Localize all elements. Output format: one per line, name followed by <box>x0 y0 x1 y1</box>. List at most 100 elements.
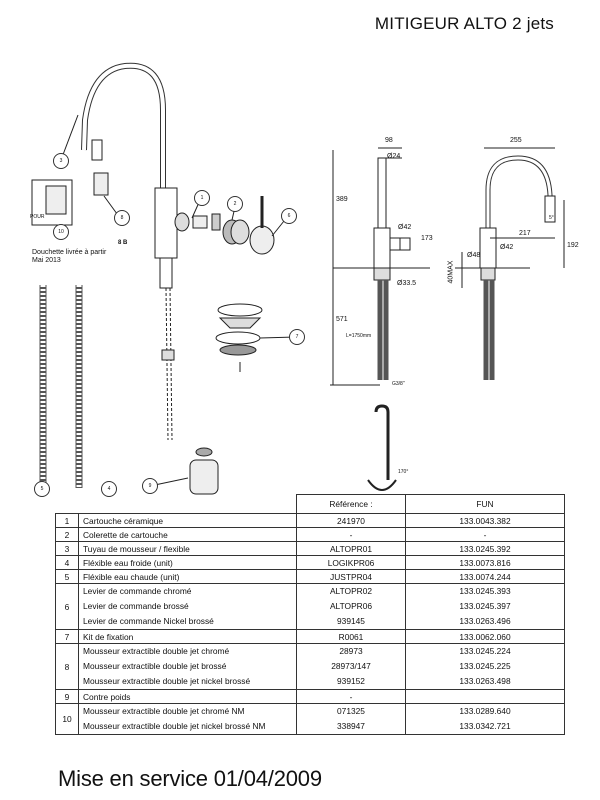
part-reference-line: 939152 <box>337 676 365 686</box>
part-description-line: Mousseur extractible double jet brossé <box>83 661 227 671</box>
part-fun-code: 133.0062.060 <box>405 629 565 644</box>
part-fun-code: 133.0245.224 133.0245.225 133.0263.498 <box>405 643 565 690</box>
part-description: Kit de fixation <box>78 629 297 644</box>
balloon-10: 10 <box>53 224 69 240</box>
row-number: 3 <box>55 541 79 556</box>
part-description: Cartouche céramique <box>78 513 297 528</box>
part-description: Contre poids <box>78 689 297 704</box>
table-header-row: Référence :FUN <box>56 494 565 514</box>
part-reference: 241970 <box>296 513 406 528</box>
dim-173: 173 <box>421 235 433 242</box>
balloon-1: 1 <box>194 190 210 206</box>
row-number: 2 <box>55 527 79 542</box>
part-description-line: Fléxible eau chaude (unit) <box>83 571 180 582</box>
part-fun-code <box>405 689 565 704</box>
part-fun-code: 133.0073.816 <box>405 555 565 570</box>
part-description-line: Levier de commande Nickel brossé <box>83 616 214 626</box>
dim-571: 571 <box>336 316 348 323</box>
part-description-line: Levier de commande chromé <box>83 586 192 596</box>
part-fun-code-line: 133.0073.816 <box>459 557 511 568</box>
part-reference: ALTOPR01 <box>296 541 406 556</box>
balloon-6: 6 <box>281 208 297 224</box>
part-description-line: Contre poids <box>83 691 131 702</box>
row-number: 8 <box>55 643 79 690</box>
part-description-line: Fléxible eau froide (unit) <box>83 557 173 568</box>
part-fun-code-line: - <box>483 529 487 540</box>
part-fun-code-line: 133.0245.224 <box>459 646 511 656</box>
part-fun-code-line: 133.0043.382 <box>459 515 511 526</box>
dim-98: 98 <box>385 137 393 144</box>
header-blank-desc <box>79 495 297 514</box>
exploded-view-drawing <box>31 62 565 495</box>
part-description-line: Mousseur extractible double jet chromé N… <box>83 706 245 716</box>
table-row: 4 Fléxible eau froide (unit) LOGIKPR06 133.… <box>55 555 565 570</box>
douchette-small-label: POUR <box>30 214 45 220</box>
part-fun-code: - <box>405 527 565 542</box>
part-reference-line: 939145 <box>337 616 365 626</box>
balloon-4: 4 <box>101 481 117 497</box>
footer-date: Mise en service 01/04/2009 <box>58 766 322 791</box>
balloon-2: 2 <box>227 196 243 212</box>
dim-389: 389 <box>336 196 348 203</box>
row-number: 7 <box>55 629 79 644</box>
part-reference-line: - <box>349 691 353 702</box>
part-description-line: Mousseur extractible double jet nickel b… <box>83 676 251 686</box>
part-reference-line: ALTOPR02 <box>329 586 373 596</box>
dim-thread: G3/8" <box>392 381 405 387</box>
balloon-8: 8 <box>114 210 130 226</box>
dim-angle-170: 170° <box>398 469 409 475</box>
part-description-line: Cartouche céramique <box>83 515 164 526</box>
part-description: Colerette de cartouche <box>78 527 297 542</box>
part-fun-code-line: 133.0263.498 <box>459 676 511 686</box>
part-description-line: Mousseur extractible double jet chromé <box>83 646 230 656</box>
header-fun: FUN <box>405 494 565 514</box>
part-fun-code-line: 133.0245.225 <box>459 661 511 671</box>
part-description-line: Levier de commande brossé <box>83 601 189 611</box>
part-description-line: Tuyau de mousseur / flexible <box>83 543 190 554</box>
part-fun-code-line: 133.0245.392 <box>459 543 511 554</box>
header-blank-num <box>56 495 79 514</box>
part-fun-code-line: 133.0062.060 <box>459 631 511 642</box>
dim-d42a: Ø42 <box>398 224 412 231</box>
part-reference-line: 071325 <box>337 706 365 716</box>
part-description: Fléxible eau froide (unit) <box>78 555 297 570</box>
part-fun-code-line: 133.0263.496 <box>459 616 511 626</box>
part-reference-line: 28973 <box>339 646 363 656</box>
dim-40max: 40MAX <box>447 260 455 284</box>
balloon-9: 9 <box>142 478 158 494</box>
part-fun-code-line: 133.0245.397 <box>459 601 511 611</box>
part-reference: - <box>296 527 406 542</box>
part-fun-code-line: 133.0245.393 <box>459 586 511 596</box>
part-reference: JUSTPR04 <box>296 569 406 584</box>
part-fun-code-line: 133.0342.721 <box>459 721 511 731</box>
balloon-7: 7 <box>289 329 305 345</box>
dim-d24: Ø24 <box>387 153 401 160</box>
table-row: 3 Tuyau de mousseur / flexible ALTOPR01 133… <box>55 541 565 556</box>
part-description: Tuyau de mousseur / flexible <box>78 541 297 556</box>
part-reference-line: R0061 <box>338 631 364 642</box>
part-reference: LOGIKPR06 <box>296 555 406 570</box>
dim-5-degrees: 5° <box>549 215 554 221</box>
part-fun-code-line: 133.0074.244 <box>459 571 511 582</box>
part-reference-line: LOGIKPR06 <box>327 557 375 568</box>
dim-217: 217 <box>519 230 531 237</box>
part-description-line: Mousseur extractible double jet nickel b… <box>83 721 266 731</box>
row-number: 4 <box>55 555 79 570</box>
part-description: Mousseur extractible double jet chromé N… <box>78 703 297 735</box>
part-fun-code: 133.0245.393 133.0245.397 133.0263.496 <box>405 583 565 630</box>
part-reference: - <box>296 689 406 704</box>
part-fun-code: 133.0245.392 <box>405 541 565 556</box>
balloon-5: 5 <box>34 481 50 497</box>
header-reference: Référence : <box>296 494 406 514</box>
part-fun-code: 133.0074.244 <box>405 569 565 584</box>
